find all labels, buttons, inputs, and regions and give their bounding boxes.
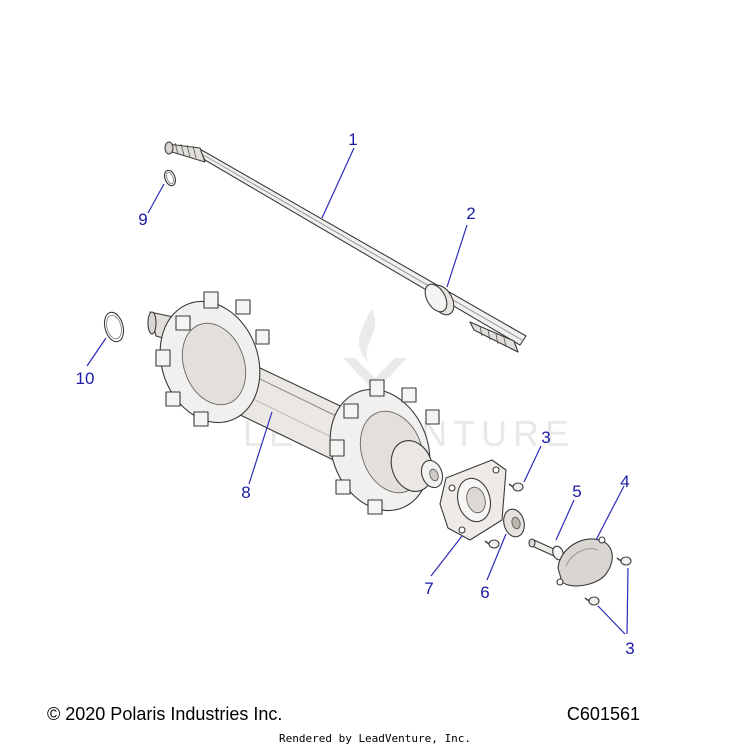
leader-lines [86, 147, 629, 635]
callout-10: 10 [76, 369, 95, 388]
screw-d [584, 596, 600, 606]
screw-c [616, 556, 632, 566]
part-end-cap [556, 536, 613, 587]
part-bearing-washer [503, 508, 525, 538]
callout-1: 1 [348, 130, 357, 149]
callout-3-upper: 3 [541, 428, 550, 447]
callout-2: 2 [466, 204, 475, 223]
screw-b [484, 539, 500, 549]
part-drive-shaft-sprockets [147, 291, 444, 515]
callout-9: 9 [138, 210, 147, 229]
callout-3-lower: 3 [625, 639, 634, 658]
part-bearing-flange [439, 459, 507, 541]
part-snap-ring-large [103, 311, 125, 343]
copyright-notice: © 2020 Polaris Industries Inc. [47, 704, 283, 724]
part-shaft-collar [424, 283, 455, 316]
part-snap-ring-small [164, 169, 176, 187]
screw-a [508, 482, 524, 492]
callout-5: 5 [572, 482, 581, 501]
callout-4: 4 [620, 472, 629, 491]
rendered-by-credit: Rendered by LeadVenture, Inc. [278, 732, 472, 745]
callout-8: 8 [241, 483, 250, 502]
figure-code: C601561 [566, 704, 640, 724]
part-bolt [528, 538, 564, 561]
callout-labels: 1 2 3 4 5 6 7 8 9 10 3 [76, 130, 635, 658]
callout-7: 7 [424, 579, 433, 598]
part-screws [484, 482, 632, 606]
callout-6: 6 [480, 583, 489, 602]
